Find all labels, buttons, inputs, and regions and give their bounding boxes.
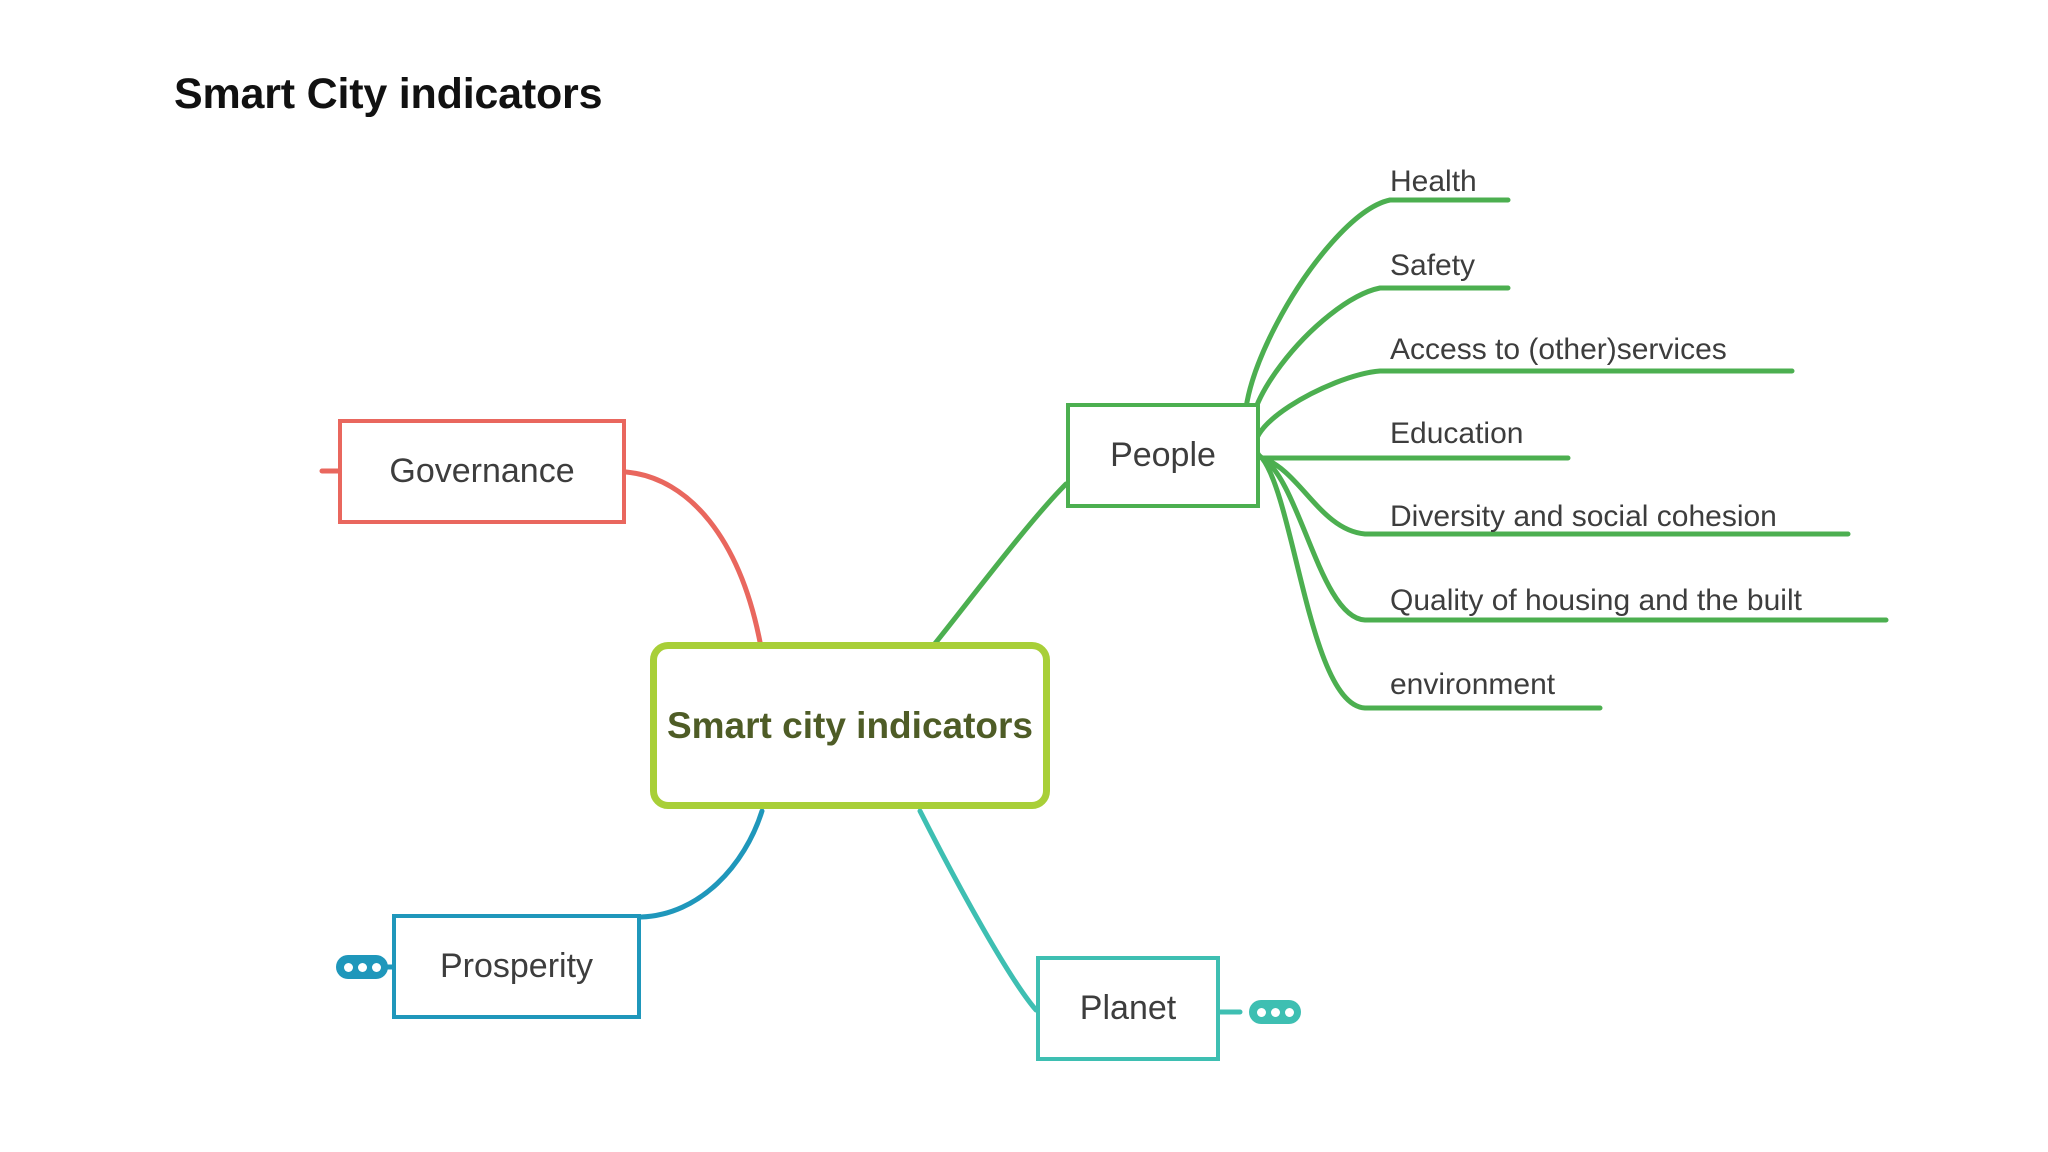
subbranch-environment xyxy=(1259,455,1603,711)
subbranch-housing xyxy=(1259,455,1889,623)
connector-planet xyxy=(917,808,1039,1013)
connector-prosperity xyxy=(638,808,765,920)
leaf-health[interactable]: Health xyxy=(1390,165,1477,198)
leaf-diversity-and-social-cohesion[interactable]: Diversity and social cohesion xyxy=(1390,500,1777,533)
connector-governance xyxy=(623,469,763,645)
collapsed-children-badge-prosperity[interactable] xyxy=(336,955,388,979)
badge-dot xyxy=(343,962,353,972)
badge-dot xyxy=(357,962,367,972)
node-prosperity-label: Prosperity xyxy=(439,947,594,985)
node-planet-label: Planet xyxy=(1079,989,1177,1027)
leaf-education[interactable]: Education xyxy=(1390,417,1524,450)
node-governance-label: Governance xyxy=(389,452,575,490)
people-subbranches xyxy=(1242,197,1889,711)
node-root[interactable]: Smart city indicators xyxy=(650,642,1050,809)
leaf-safety[interactable]: Safety xyxy=(1390,249,1476,282)
leaf-access-to-other-services[interactable]: Access to (other)services xyxy=(1390,333,1727,366)
subbranch-access xyxy=(1252,368,1795,461)
leaf-quality-of-housing[interactable]: Quality of housing and the built xyxy=(1390,584,1802,617)
connector-people xyxy=(930,481,1069,649)
subbranch-diversity xyxy=(1259,455,1851,537)
badge-dot xyxy=(1270,1007,1280,1017)
node-planet[interactable]: Planet xyxy=(1036,956,1220,1061)
node-people[interactable]: People xyxy=(1066,403,1260,508)
node-root-label: Smart city indicators xyxy=(666,704,1033,746)
badge-dot xyxy=(371,962,381,972)
node-governance[interactable]: Governance xyxy=(338,419,626,524)
page-title: Smart City indicators xyxy=(174,70,603,118)
badge-dot xyxy=(1256,1007,1266,1017)
node-people-label: People xyxy=(1110,436,1216,474)
collapsed-children-badge-planet[interactable] xyxy=(1249,1000,1301,1024)
badge-dot xyxy=(1284,1007,1294,1017)
leaf-environment[interactable]: environment xyxy=(1390,668,1556,701)
node-prosperity[interactable]: Prosperity xyxy=(392,914,641,1019)
